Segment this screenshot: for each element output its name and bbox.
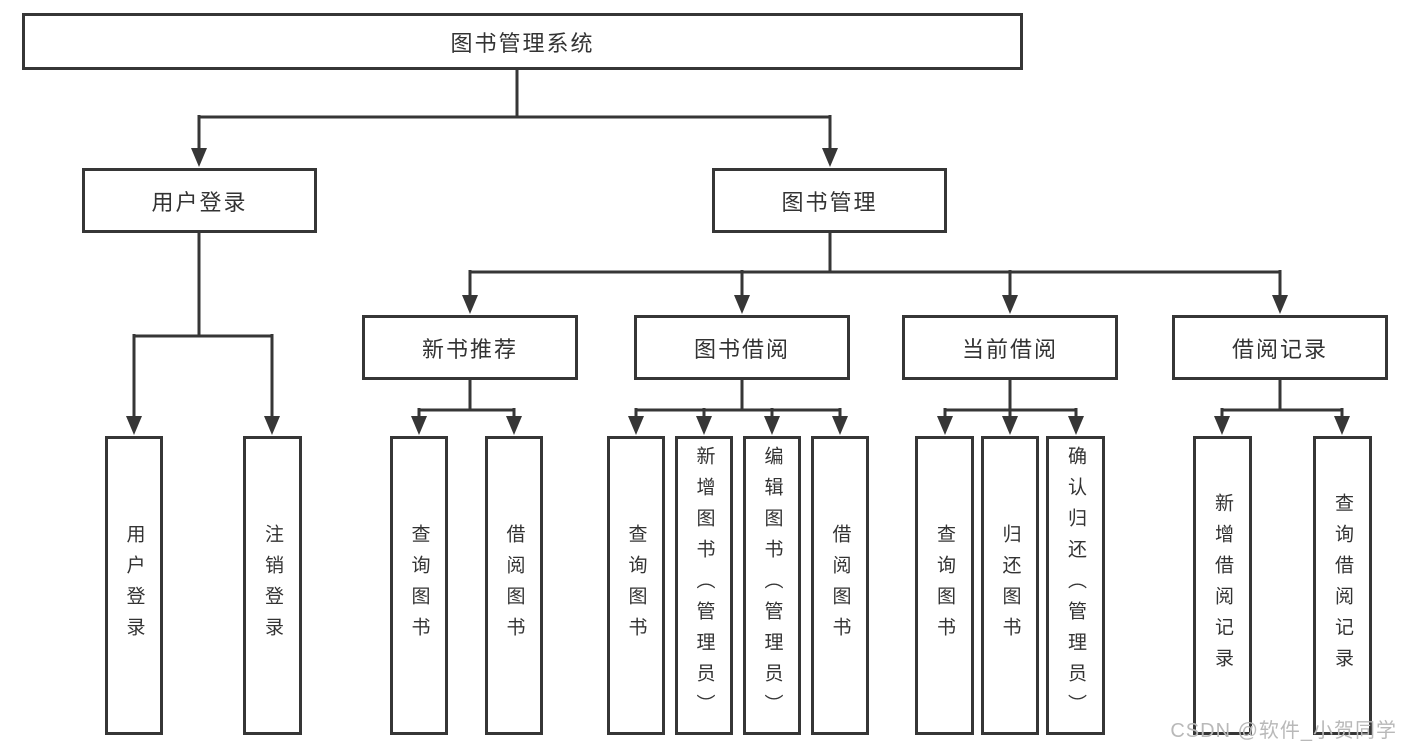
node-root: 图书管理系统: [22, 13, 1023, 70]
leaf-query-books-current: 查询图书: [915, 436, 974, 735]
leaf-borrow-books-2: 借阅图书: [811, 436, 869, 735]
node-current-borrow-label: 当前借阅: [961, 336, 1058, 362]
leaf-logout-label: 注销登录: [262, 523, 283, 648]
leaf-edit-book-admin: 编辑图书（管理员）: [743, 436, 801, 735]
node-book-borrow-label: 图书借阅: [693, 336, 790, 362]
node-book-borrow: 图书借阅: [634, 315, 850, 380]
leaf-user-login-label: 用户登录: [123, 523, 145, 648]
leaf-add-book-admin: 新增图书（管理员）: [675, 436, 733, 735]
leaf-logout: 注销登录: [243, 436, 302, 735]
node-borrow-records-label: 借阅记录: [1231, 336, 1328, 362]
leaf-borrow-books-recommend-label: 借阅图书: [503, 523, 525, 648]
leaf-query-books-borrow: 查询图书: [607, 436, 665, 735]
leaf-query-books-recommend: 查询图书: [390, 436, 448, 735]
node-user-login: 用户登录: [82, 168, 317, 233]
leaf-add-borrow-record-label: 新增借阅记录: [1212, 492, 1233, 679]
leaf-return-book: 归还图书: [981, 436, 1039, 735]
leaf-query-borrow-record-label: 查询借阅记录: [1332, 492, 1353, 679]
leaf-user-login: 用户登录: [105, 436, 163, 735]
leaf-edit-book-admin-label: 编辑图书（管理员）: [761, 446, 783, 725]
leaf-query-books-recommend-label: 查询图书: [408, 523, 430, 648]
node-borrow-records: 借阅记录: [1172, 315, 1388, 380]
csdn-watermark: CSDN @软件_小贺同学: [1170, 720, 1397, 742]
leaf-query-books-current-label: 查询图书: [934, 523, 955, 648]
node-root-label: 图书管理系统: [450, 30, 595, 56]
node-book-management: 图书管理: [712, 168, 947, 233]
arrowheads: [126, 148, 1350, 435]
leaf-confirm-return-admin-label: 确认归还（管理员）: [1065, 446, 1086, 725]
leaf-borrow-books-2-label: 借阅图书: [829, 523, 851, 648]
node-new-book-recommend: 新书推荐: [362, 315, 578, 380]
leaf-query-books-borrow-label: 查询图书: [625, 523, 647, 648]
node-book-management-label: 图书管理: [781, 189, 878, 215]
node-user-login-label: 用户登录: [151, 189, 248, 215]
leaf-add-book-admin-label: 新增图书（管理员）: [693, 446, 715, 725]
node-new-book-recommend-label: 新书推荐: [421, 336, 518, 362]
leaf-borrow-books-recommend: 借阅图书: [485, 436, 543, 735]
leaf-return-book-label: 归还图书: [999, 523, 1021, 648]
leaf-add-borrow-record: 新增借阅记录: [1193, 436, 1252, 735]
node-current-borrow: 当前借阅: [902, 315, 1118, 380]
leaf-confirm-return-admin: 确认归还（管理员）: [1046, 436, 1105, 735]
leaf-query-borrow-record: 查询借阅记录: [1313, 436, 1372, 735]
